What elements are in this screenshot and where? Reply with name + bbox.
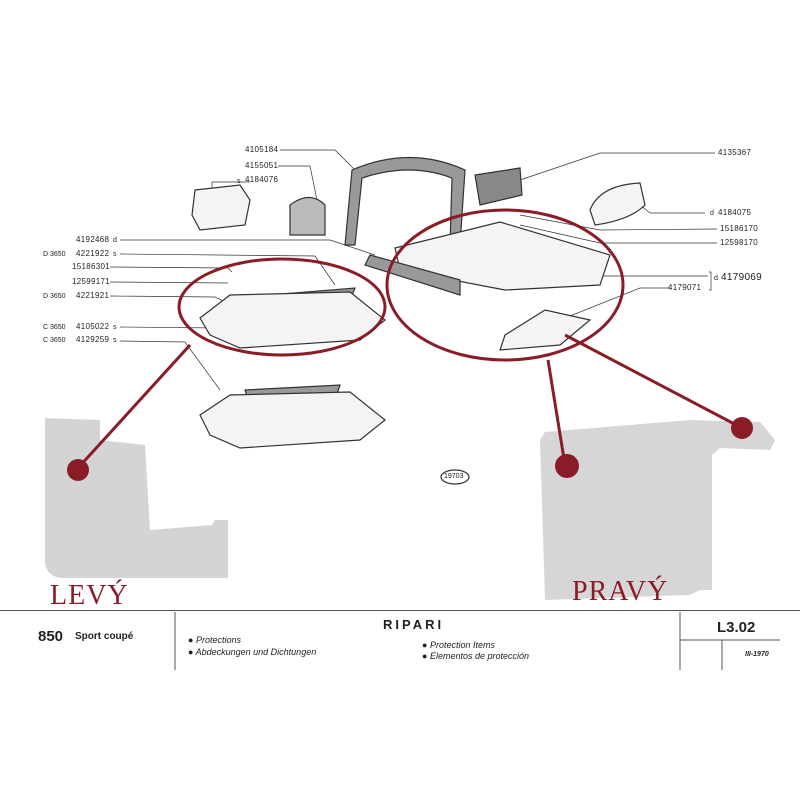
section-title: RIPARI: [383, 617, 445, 632]
callout-4105184: 4105184: [245, 145, 279, 154]
leader-lines: [109, 149, 718, 391]
parts: [191, 157, 646, 485]
marker-left: [67, 459, 89, 481]
callout-prefix: C 3650: [43, 324, 66, 331]
photo-right-protection: [540, 420, 775, 600]
item-right-1: ● Protection Items: [422, 640, 495, 650]
part-4105022: [199, 391, 386, 449]
callout-15186170: 15186170: [720, 224, 758, 233]
model-number: 850: [38, 628, 64, 645]
right-side-label: PRAVÝ: [572, 576, 669, 607]
marker-right-1: [555, 454, 579, 478]
callout-12599171: 12599171: [72, 277, 110, 286]
catalog-date: III-1970: [745, 651, 769, 658]
highlight-annotations: [76, 208, 743, 470]
item-left-2: ● Abdeckungen und Dichtungen: [188, 647, 317, 657]
callout-4192468: 4192468: [76, 235, 110, 244]
callout-4184076: 4184076: [245, 175, 279, 184]
callout-4135367: 4135367: [718, 148, 752, 157]
callout-mark: s: [113, 251, 117, 258]
callout-12598170: 12598170: [720, 238, 758, 247]
part-4135367: [474, 167, 523, 206]
figure-number: 19703: [444, 473, 464, 480]
part-4155051: [289, 196, 326, 236]
model-name: Sport coupé: [75, 631, 134, 642]
callout-prefix: D 3650: [43, 293, 66, 300]
callout-prefix: C 3650: [43, 337, 66, 344]
callout-15186301: 15186301: [72, 262, 110, 271]
callout-4221921: 4221921: [76, 291, 110, 300]
item-right-2: ● Elementos de protección: [422, 651, 529, 661]
page-code: L3.02: [717, 619, 756, 636]
callout-mark: d: [113, 237, 117, 244]
part-4192468: [364, 254, 461, 296]
callout-4184075: 4184075: [718, 208, 752, 217]
figure-number-badge: [440, 469, 470, 485]
part-4184076: [191, 184, 251, 231]
callout-mark: d: [714, 275, 718, 282]
callout-mark: s: [113, 324, 117, 331]
part-4179071: [499, 309, 592, 351]
callout-mark: s: [113, 337, 117, 344]
callout-4129259: 4129259: [76, 335, 110, 344]
part-4184075: [589, 182, 646, 226]
callout-4179069: 4179069: [721, 272, 763, 283]
photo-left-protection: [45, 418, 228, 578]
part-4105184: [344, 157, 466, 246]
callout-4179071: 4179071: [668, 283, 702, 292]
left-side-label: LEVÝ: [50, 580, 129, 611]
catalog-footer: 850 Sport coupé RIPARI ● Protections ● A…: [0, 610, 800, 671]
callout-mark: d: [710, 210, 714, 217]
callout-mark: s: [237, 178, 241, 185]
callout-4105022: 4105022: [76, 322, 110, 331]
callout-4155051: 4155051: [245, 161, 279, 170]
callout-4221922: 4221922: [76, 249, 110, 258]
marker-right-2: [731, 417, 753, 439]
callout-prefix: D 3650: [43, 251, 66, 258]
item-left-1: ● Protections: [188, 635, 241, 645]
